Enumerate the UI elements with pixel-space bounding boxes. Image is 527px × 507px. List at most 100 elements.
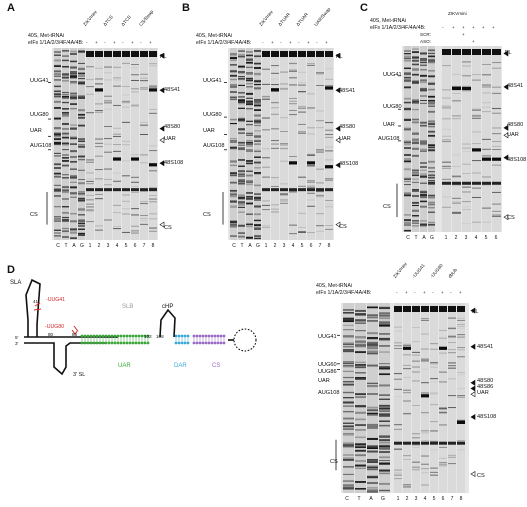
panel-b-seq-band (238, 148, 245, 151)
panel-c-band (462, 223, 471, 225)
panel-a-seq-band (54, 64, 61, 67)
panel-b-seq-band (238, 175, 245, 178)
panel-a-band (131, 154, 139, 156)
panel-c-fl-band (492, 49, 501, 55)
panel-c-pm-5: + (482, 25, 485, 30)
panel-b-lane (289, 48, 297, 240)
panel-b-pm-4: + (289, 40, 292, 45)
panel-a-seq-band (62, 91, 69, 93)
panel-a-band (113, 104, 121, 106)
panel-c-seq-band (420, 87, 427, 90)
panel-c-right-marker-cs: CS (507, 215, 515, 221)
panel-b-seq-band (238, 182, 245, 185)
panel-b-seq-band (230, 160, 237, 163)
panel-d-band (448, 336, 456, 338)
panel-a-band (95, 67, 103, 69)
panel-c-seq-band (412, 51, 419, 53)
panel-b-band (316, 120, 324, 122)
panel-a-band (140, 203, 148, 205)
panel-a-band (140, 154, 148, 156)
panel-b-seq-band (254, 205, 261, 208)
panel-a-seq-band (70, 181, 77, 183)
panel-c-seq-band (404, 214, 411, 216)
panel-c-construct: ZIKVmini (448, 11, 467, 16)
panel-b-band (262, 97, 270, 99)
panel-d-band (394, 326, 402, 328)
panel-a-band (95, 138, 103, 140)
panel-b-band (280, 183, 288, 185)
panel-b-seq-band (254, 101, 261, 103)
panel-b-right-marker-48s41: 48S41 (339, 88, 356, 94)
panel-d-seq-band (355, 436, 366, 438)
panel-d-band (457, 374, 465, 376)
panel-b-band (298, 231, 306, 233)
panel-b-seq-band (246, 162, 253, 165)
panel-c-pm-3: + (462, 25, 465, 30)
panel-d-seq-band (343, 364, 354, 366)
panel-d-seq-band (355, 336, 366, 338)
panel-b-seq-band (238, 92, 245, 94)
panel-c-seq-band (420, 81, 427, 84)
panel-b-seq-band (246, 149, 253, 151)
panel-a-seq-band (70, 136, 77, 138)
panel-b-left-marker-cs: CS (203, 212, 211, 218)
panel-d-band (394, 373, 402, 375)
panel-c-seq-band (428, 52, 435, 55)
panel-b-band (262, 117, 270, 119)
panel-c-seq-band (404, 147, 411, 149)
panel-a-band (95, 188, 103, 190)
panel-d-seq-band (379, 398, 390, 400)
panel-c-seq-band (412, 74, 419, 76)
panel-b-pm-2: + (271, 40, 274, 45)
panel-a-seq-band (62, 186, 69, 189)
panel-c-band (482, 176, 491, 178)
panel-c-pm-4: + (472, 25, 475, 30)
panel-a-band (113, 172, 121, 174)
panel-a-lane (104, 48, 112, 240)
panel-b-band (298, 107, 306, 109)
panel-c-seq-band (420, 223, 427, 226)
panel-d-48s-band (457, 420, 465, 424)
panel-d-band (412, 341, 420, 343)
panel-a-seq-band (54, 72, 61, 75)
panel-a-header-line1: 40S, Met-tRNAi (28, 33, 65, 39)
panel-b-band (325, 78, 333, 80)
panel-c-seq-band (420, 196, 427, 198)
panel-c-seq-band (404, 73, 411, 75)
panel-b-seq-band (246, 180, 253, 183)
panel-c-seq-band (404, 50, 411, 52)
panel-b-48s-band (325, 165, 333, 169)
panel-a-seq-band (62, 154, 69, 156)
panel-c-band (462, 90, 471, 92)
panel-a-seq-band (62, 101, 69, 104)
panel-b-seq-band (238, 53, 245, 56)
panel-a-seq-band (54, 134, 61, 136)
panel-b-band (262, 166, 270, 168)
panel-a-seq-band (62, 236, 69, 239)
panel-c-seq-band (428, 204, 435, 206)
panel-c-band (452, 211, 461, 213)
panel-d-seq-band (379, 404, 390, 407)
panel-c-seq-band (420, 142, 427, 145)
panel-a-seq-band (70, 103, 77, 105)
panel-b-seq-band (238, 180, 245, 183)
panel-a-left-marker-uar: UAR (30, 128, 42, 134)
panel-b-pm-5: - (298, 40, 300, 45)
panel-c-band (452, 176, 461, 178)
panel-d-header-line2: eIFs 1/1A/2/3/4F/4A/4B: (316, 290, 372, 296)
panel-d-seq-band (355, 361, 366, 363)
panel-a-band (122, 86, 130, 88)
panel-d-seq-band (367, 337, 378, 339)
panel-c-band (462, 147, 471, 149)
panel-b-band (316, 182, 324, 184)
panel-c-band (462, 86, 471, 88)
panel-a-seq-band (70, 96, 77, 98)
panel-d-seq-band (355, 405, 366, 408)
panel-c-seq-band (420, 57, 427, 60)
panel-a-seq-band (54, 107, 61, 109)
panel-c-seq-band (420, 224, 427, 227)
panel-a-seq-band (54, 95, 61, 98)
panel-a-seq-band (70, 124, 77, 126)
panel-d-arrow (470, 413, 476, 421)
panel-c-seq-band (412, 190, 419, 192)
